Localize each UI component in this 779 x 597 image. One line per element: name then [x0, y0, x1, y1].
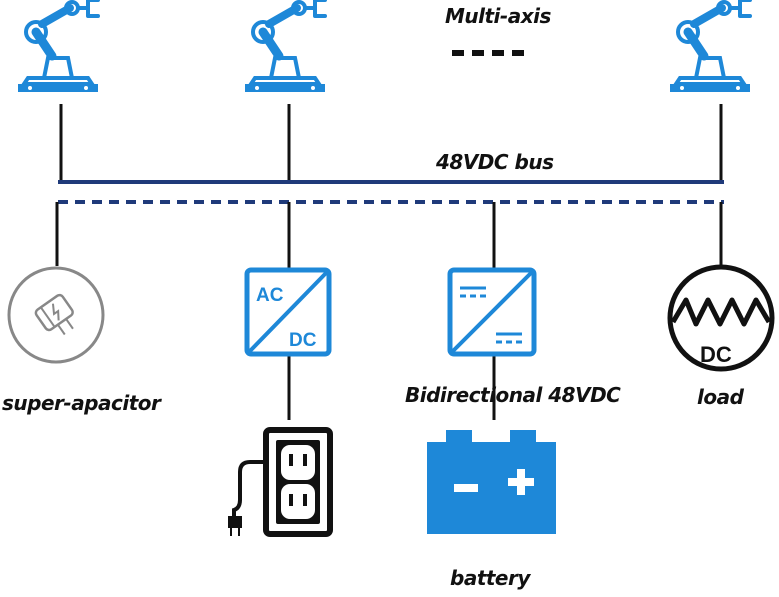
ac-label: AC: [256, 285, 284, 306]
dc-load-icon: DC: [667, 264, 775, 372]
dc-dc-converter-icon: [447, 267, 537, 357]
robot-wires: [59, 104, 723, 182]
robot-arm-icon: [18, 0, 98, 92]
battery-label: battery: [450, 566, 530, 590]
load-dc-label: DC: [700, 342, 732, 367]
bidirectional-label: Bidirectional 48VDC: [405, 383, 621, 407]
robot-arm-icon: [245, 0, 325, 92]
robot-arm-icon: [670, 0, 750, 92]
power-outlet-icon: [228, 427, 333, 537]
dc-label: DC: [289, 330, 317, 351]
load-label: load: [697, 385, 744, 409]
multi-axis-label: Multi-axis: [445, 4, 551, 28]
battery-icon: [427, 430, 556, 534]
bus-label: 48VDC bus: [436, 150, 554, 174]
ac-dc-converter-icon: AC DC: [244, 267, 332, 357]
ellipsis-dashes: [452, 50, 524, 56]
device-wires: [55, 202, 723, 420]
supercap-label: super-apacitor: [2, 391, 161, 415]
supercapacitor-icon: [7, 266, 105, 364]
